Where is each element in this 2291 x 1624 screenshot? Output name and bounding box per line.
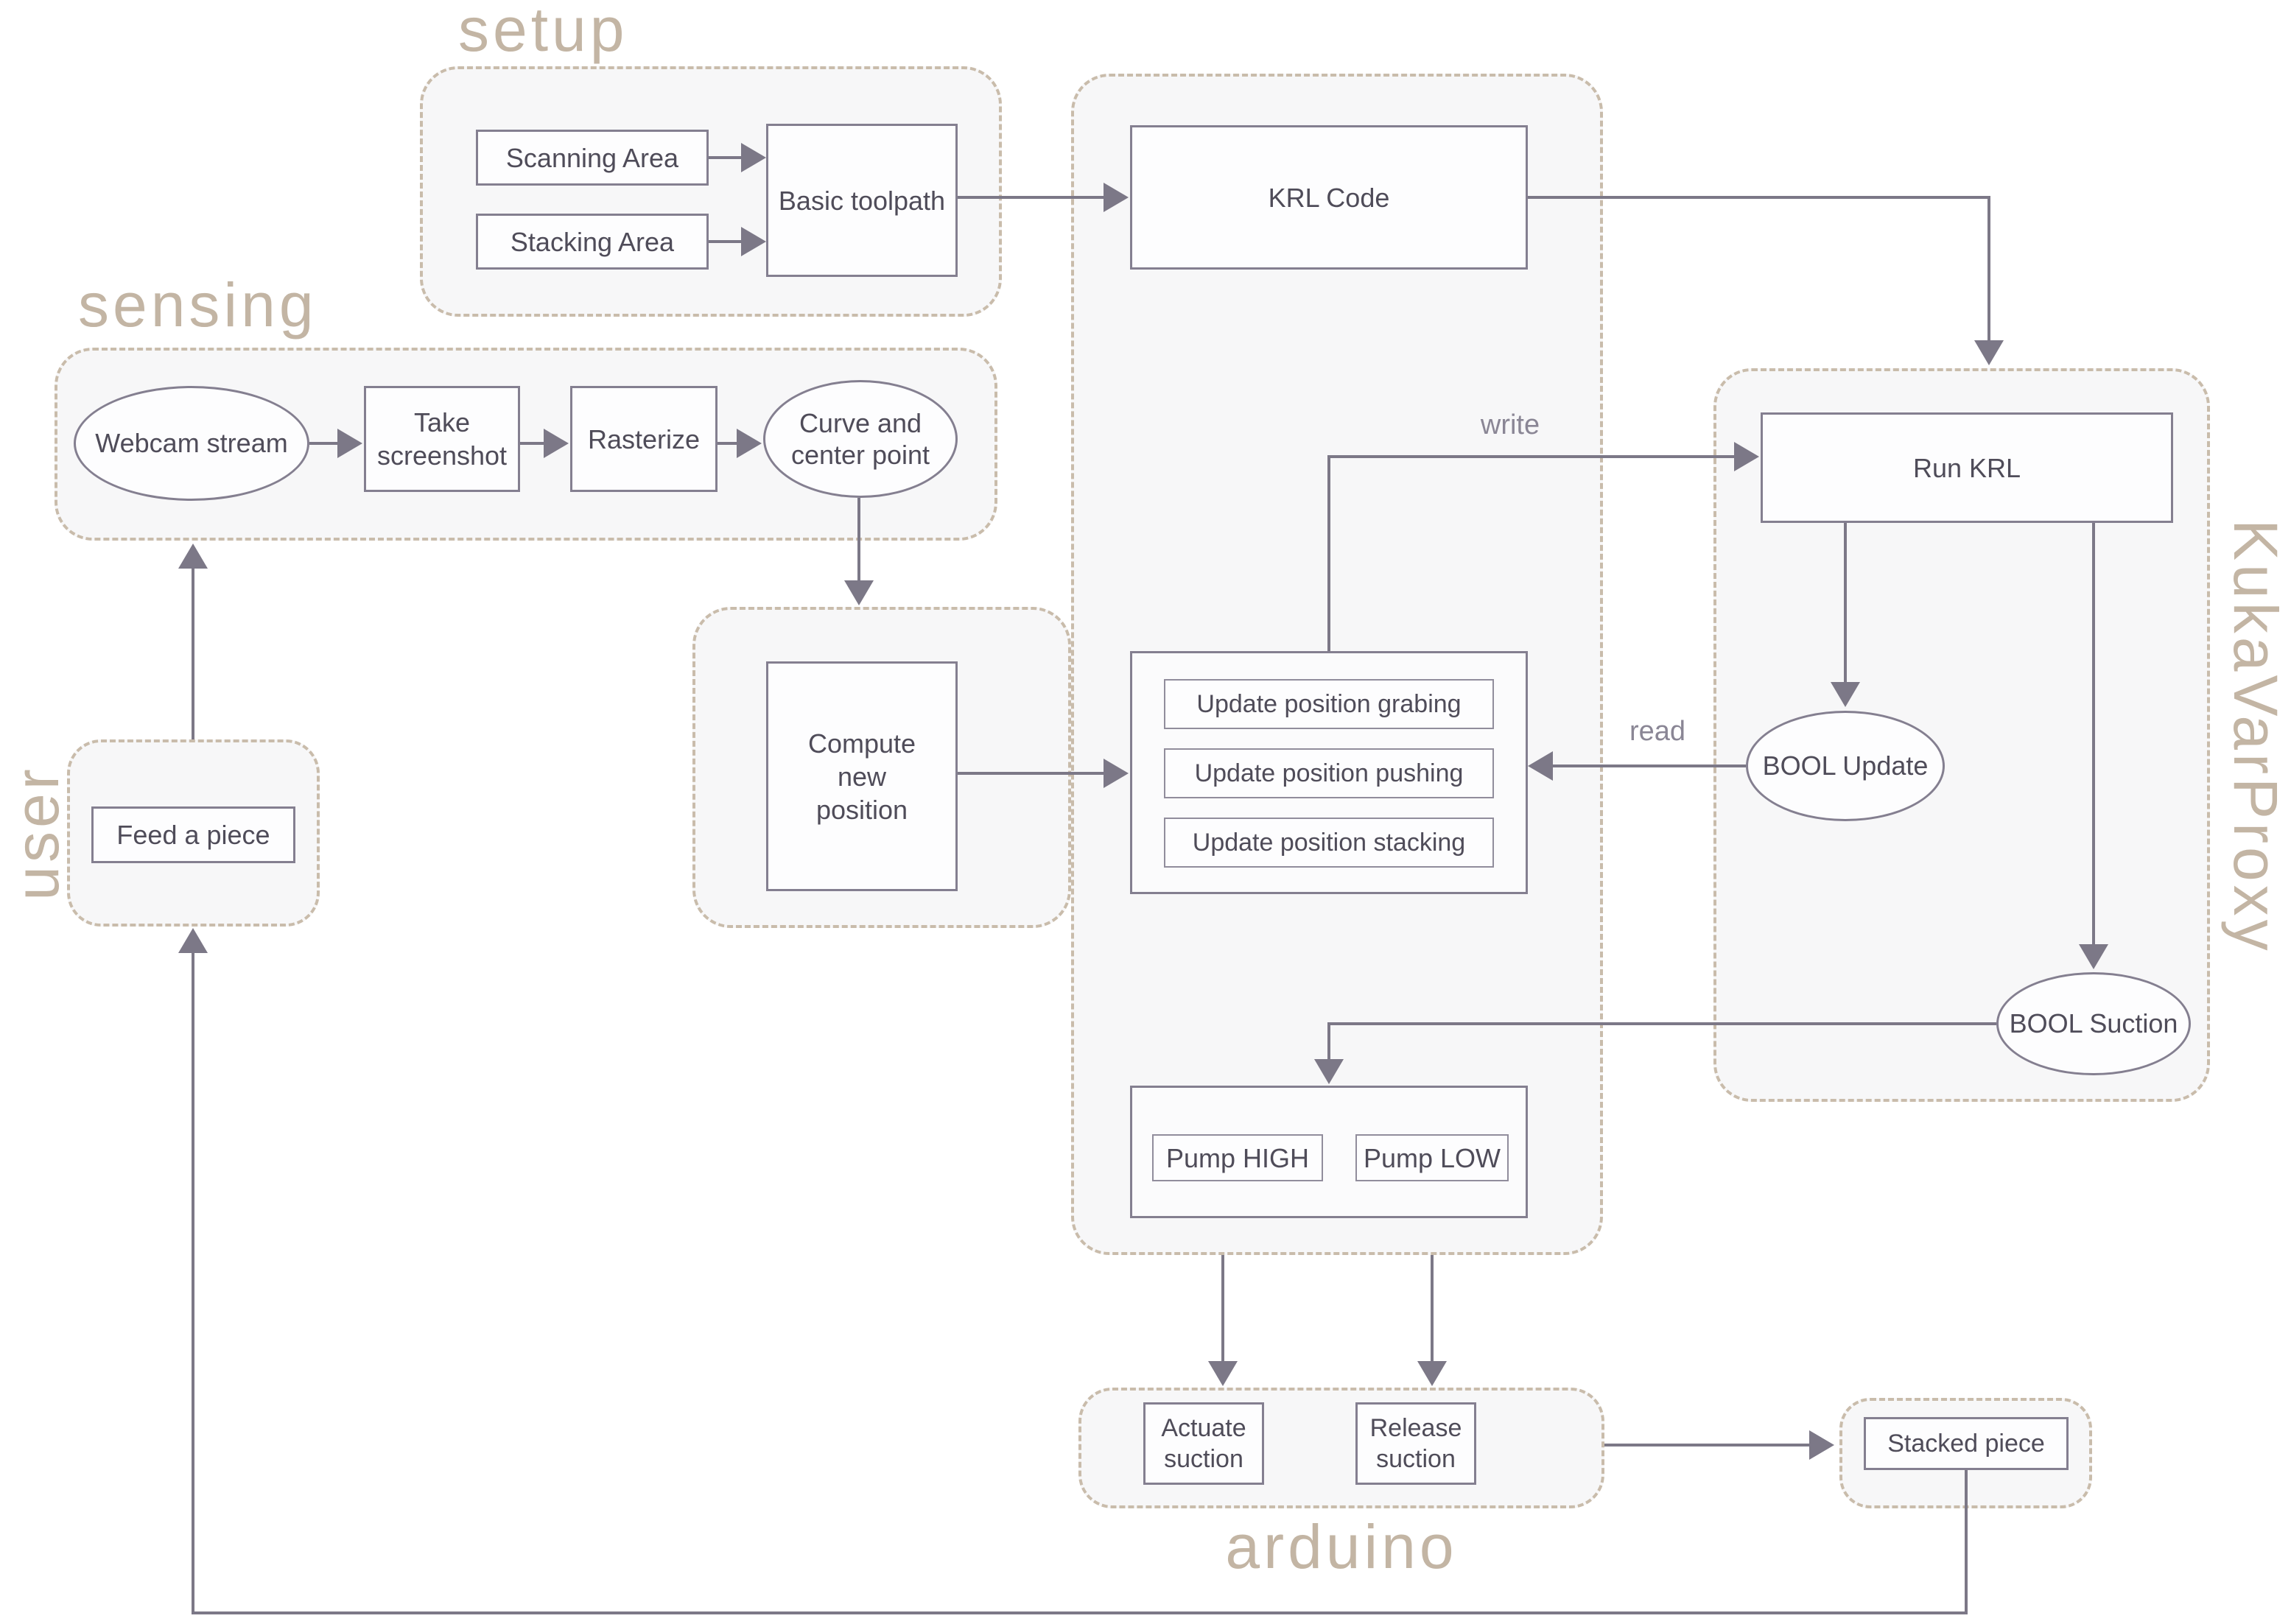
edge-runkrl-to-boolupdate bbox=[1844, 523, 1847, 683]
node-bool-update: BOOL Update bbox=[1746, 711, 1945, 821]
edge-loop-left-up bbox=[192, 953, 194, 1614]
arrowhead-rasterize-to-curve bbox=[737, 429, 762, 458]
arrowhead-read bbox=[1528, 751, 1553, 781]
edge-stacking-to-toolpath bbox=[709, 240, 744, 243]
node-update-position-stacking: Update position stacking bbox=[1164, 818, 1494, 868]
node-pump-high: Pump HIGH bbox=[1152, 1134, 1323, 1181]
edge-krl-to-kuka-h bbox=[1528, 196, 1990, 199]
edge-suction-to-pump-h bbox=[1327, 1022, 1996, 1025]
node-compute-new-position: Compute new position bbox=[766, 661, 958, 891]
arrowhead-write bbox=[1734, 442, 1759, 471]
edge-write-v bbox=[1327, 457, 1330, 651]
node-feed-a-piece: Feed a piece bbox=[91, 806, 295, 863]
node-rasterize: Rasterize bbox=[570, 386, 718, 492]
arrowhead-suction-to-pump bbox=[1314, 1059, 1344, 1084]
arrowhead-runkrl-to-boolupdate bbox=[1831, 682, 1860, 707]
arrowhead-pumphigh-to-arduino bbox=[1208, 1361, 1238, 1386]
arrowhead-krl-to-kuka bbox=[1974, 340, 2004, 365]
node-scanning-area: Scanning Area bbox=[476, 130, 709, 186]
arrowhead-runkrl-to-boolsuction bbox=[2079, 944, 2108, 969]
edge-suction-to-pump-v bbox=[1327, 1022, 1330, 1061]
edge-compute-to-update bbox=[958, 772, 1105, 775]
edge-read bbox=[1553, 764, 1746, 767]
edge-user-to-sensing bbox=[192, 569, 194, 739]
edge-label-read: read bbox=[1629, 716, 1686, 747]
node-take-screenshot: Take screenshot bbox=[364, 386, 520, 492]
arrowhead-pumplow-to-arduino bbox=[1417, 1361, 1447, 1386]
edge-loop-bottom bbox=[192, 1611, 1968, 1614]
node-stacking-area: Stacking Area bbox=[476, 214, 709, 270]
edge-toolpath-to-krl bbox=[958, 196, 1105, 199]
arrowhead-loop-to-user bbox=[178, 928, 208, 953]
group-label-user: user bbox=[2, 765, 71, 901]
edge-loop-stacked-down bbox=[1965, 1470, 1968, 1614]
arrowhead-screenshot-to-rasterize bbox=[544, 429, 569, 458]
arrowhead-user-to-sensing bbox=[178, 544, 208, 569]
node-run-krl: Run KRL bbox=[1761, 412, 2173, 523]
arrowhead-webcam-to-screenshot bbox=[337, 429, 362, 458]
node-webcam-stream: Webcam stream bbox=[74, 386, 309, 501]
node-update-position-grabing: Update position grabing bbox=[1164, 679, 1494, 729]
group-label-sensing: sensing bbox=[78, 270, 317, 340]
node-release-suction: Release suction bbox=[1355, 1402, 1476, 1485]
arrowhead-stacking-to-toolpath bbox=[741, 227, 766, 256]
group-label-kukavarproxy: KukaVarProxy bbox=[2221, 519, 2290, 955]
edge-curve-to-compute bbox=[857, 498, 860, 583]
node-basic-toolpath: Basic toolpath bbox=[766, 124, 958, 277]
node-update-position-pushing: Update position pushing bbox=[1164, 748, 1494, 798]
edge-write-h bbox=[1327, 455, 1737, 458]
edge-runkrl-to-boolsuction bbox=[2092, 523, 2095, 946]
arrowhead-arduino-to-stacked bbox=[1809, 1430, 1834, 1460]
edge-webcam-to-screenshot bbox=[309, 442, 340, 445]
node-stacked-piece: Stacked piece bbox=[1864, 1417, 2069, 1470]
node-bool-suction: BOOL Suction bbox=[1996, 972, 2191, 1075]
edge-scanning-to-toolpath bbox=[709, 156, 744, 159]
group-label-arduino: arduino bbox=[1225, 1512, 1458, 1581]
edge-screenshot-to-rasterize bbox=[520, 442, 547, 445]
node-curve-center-point: Curve and center point bbox=[763, 380, 958, 498]
node-krl-code: KRL Code bbox=[1130, 125, 1528, 270]
arrowhead-compute-to-update bbox=[1104, 759, 1129, 788]
arrowhead-curve-to-compute bbox=[844, 580, 874, 605]
node-actuate-suction: Actuate suction bbox=[1143, 1402, 1264, 1485]
edge-arduino-to-stacked bbox=[1604, 1444, 1812, 1447]
node-pump-low: Pump LOW bbox=[1355, 1134, 1509, 1181]
edge-rasterize-to-curve bbox=[718, 442, 740, 445]
group-label-setup: setup bbox=[458, 0, 628, 64]
edge-krl-to-kuka-v bbox=[1987, 196, 1990, 342]
arrowhead-scanning-to-toolpath bbox=[741, 143, 766, 172]
edge-pumphigh-to-arduino bbox=[1221, 1255, 1224, 1363]
edge-label-write: write bbox=[1480, 409, 1540, 440]
arrowhead-toolpath-to-krl bbox=[1104, 183, 1129, 212]
edge-pumplow-to-arduino bbox=[1431, 1255, 1434, 1363]
